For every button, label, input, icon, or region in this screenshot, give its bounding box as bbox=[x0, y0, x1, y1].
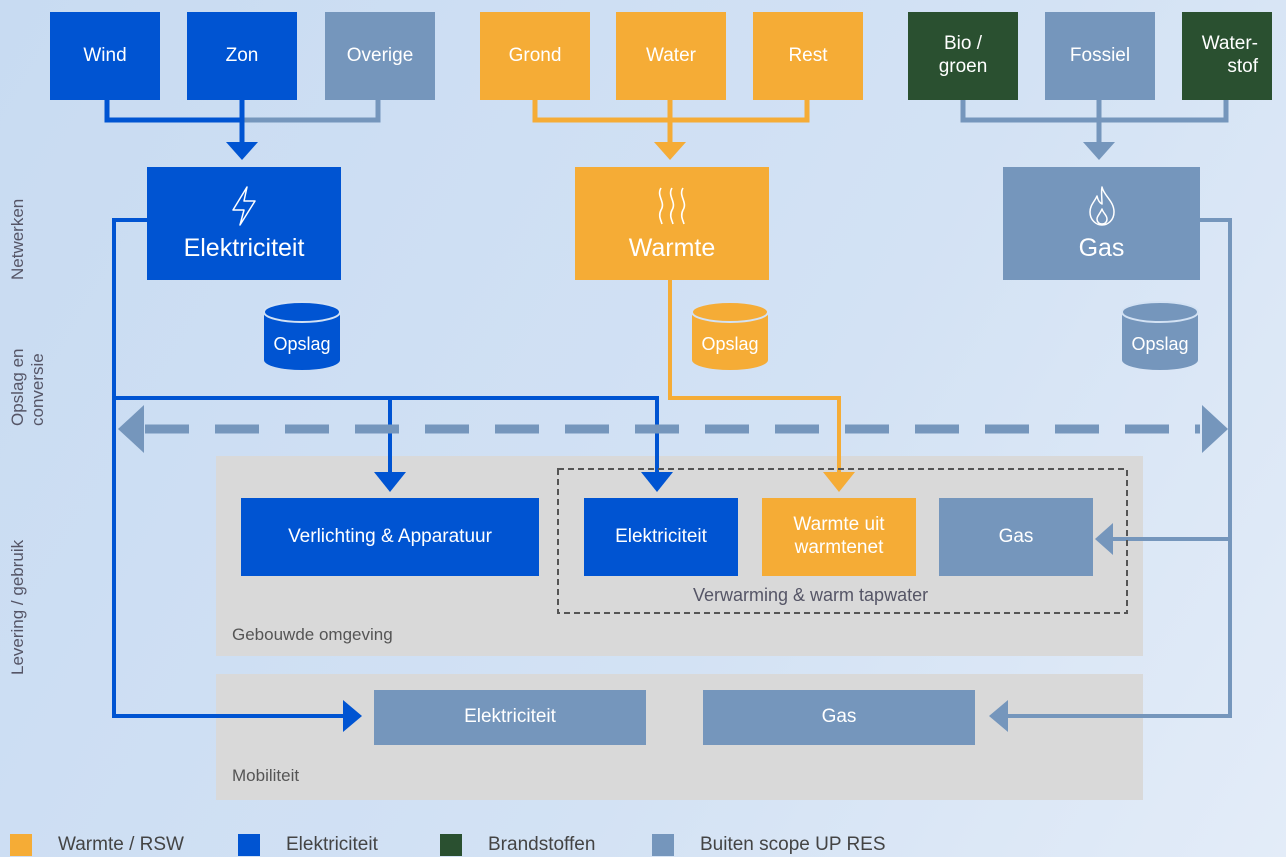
heat-waves-icon bbox=[658, 187, 686, 225]
network-warmte: Warmte bbox=[575, 167, 769, 280]
flame-icon bbox=[1088, 186, 1115, 226]
legend-item-warmte: Warmte / RSW bbox=[10, 834, 184, 856]
legend-item-brandstoffen: Brandstoffen bbox=[440, 834, 595, 856]
heat-sources-line bbox=[532, 100, 810, 145]
storage-tank-icon bbox=[691, 301, 769, 370]
gas-sources-line bbox=[960, 100, 1229, 145]
source-grond: Grond bbox=[480, 12, 590, 100]
elec-distribution-line bbox=[112, 218, 345, 718]
built-heat-arrowhead bbox=[823, 472, 855, 492]
mobility-gas: Gas bbox=[703, 690, 975, 745]
opslag-label-elec: Opslag bbox=[273, 334, 331, 354]
source-rest: Rest bbox=[753, 12, 863, 100]
source-wind: Wind bbox=[50, 12, 160, 100]
legend-label-elektriciteit: Elektriciteit bbox=[286, 834, 378, 855]
mobility-panel bbox=[216, 674, 1143, 800]
legend-swatch-warmte bbox=[10, 834, 32, 856]
source-waterstof: Water- stof bbox=[1182, 12, 1272, 100]
source-overige: Overige bbox=[325, 12, 435, 100]
heat-distribution-line bbox=[668, 280, 841, 475]
heating-dashed-frame bbox=[557, 468, 1128, 614]
source-fossiel: Fossiel bbox=[1045, 12, 1155, 100]
legend-swatch-buiten-scope bbox=[652, 834, 674, 856]
legend-label-buiten-scope: Buiten scope UP RES bbox=[700, 834, 886, 855]
legend-label-brandstoffen: Brandstoffen bbox=[488, 834, 596, 855]
verlichting-arrowhead bbox=[374, 472, 406, 492]
dashed-arrow-right-head bbox=[1202, 405, 1228, 453]
storage-tank-icon bbox=[263, 301, 341, 370]
source-bio: Bio / groen bbox=[908, 12, 1018, 100]
opslag-label-heat: Opslag bbox=[701, 334, 759, 354]
legend-item-elektriciteit: Elektriciteit bbox=[238, 834, 378, 856]
legend-label-warmte: Warmte / RSW bbox=[58, 834, 184, 855]
lightning-icon bbox=[232, 186, 256, 226]
built-warmte-uit-warmtenet: Warmte uit warmtenet bbox=[762, 498, 916, 576]
network-elektriciteit-label: Elektriciteit bbox=[183, 234, 305, 262]
mob-gas-arrowhead bbox=[989, 700, 1008, 732]
network-gas-label: Gas bbox=[1078, 234, 1125, 262]
gas-distribution-line bbox=[1005, 218, 1232, 718]
heating-dashed-label: Verwarming & warm tapwater bbox=[693, 585, 929, 605]
network-warmte-label: Warmte bbox=[628, 234, 716, 262]
mobility-elektriciteit: Elektriciteit bbox=[374, 690, 646, 745]
network-gas: Gas bbox=[1003, 167, 1200, 280]
mob-elec-arrowhead bbox=[343, 700, 362, 732]
network-elektriciteit: Elektriciteit bbox=[147, 167, 341, 280]
built-environment-label: Gebouwde omgeving bbox=[232, 625, 393, 644]
source-zon: Zon bbox=[187, 12, 297, 100]
legend-swatch-brandstoffen bbox=[440, 834, 462, 856]
elec-arrowhead bbox=[226, 142, 258, 160]
gas-arrowhead bbox=[1083, 142, 1115, 160]
dashed-arrow-left-head bbox=[118, 405, 144, 453]
heat-arrowhead bbox=[654, 142, 686, 160]
wind-zon-line bbox=[104, 100, 242, 123]
built-verlichting: Verlichting & Apparatuur bbox=[241, 498, 539, 576]
built-gas-arrowhead bbox=[1095, 523, 1113, 555]
mobility-label: Mobiliteit bbox=[232, 766, 300, 785]
built-elec-arrowhead bbox=[641, 472, 673, 492]
source-water: Water bbox=[616, 12, 726, 100]
legend-item-buiten-scope: Buiten scope UP RES bbox=[652, 834, 886, 856]
storage-tank-icon bbox=[1121, 301, 1199, 370]
legend-swatch-elektriciteit bbox=[238, 834, 260, 856]
opslag-label-gas: Opslag bbox=[1131, 334, 1189, 354]
built-elektriciteit: Elektriciteit bbox=[584, 498, 738, 576]
overige-line bbox=[242, 100, 381, 123]
built-gas: Gas bbox=[939, 498, 1093, 576]
